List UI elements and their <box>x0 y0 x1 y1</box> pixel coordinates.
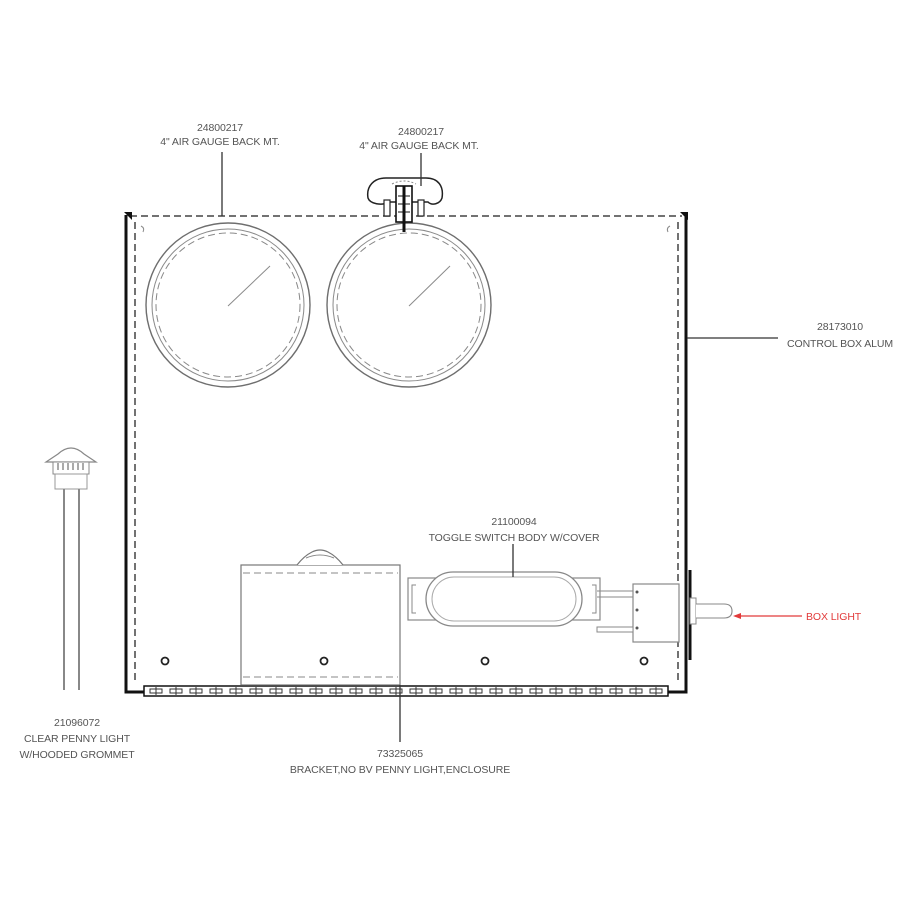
switch-oval-inner <box>431 576 577 622</box>
part-number: 21100094 <box>491 516 536 528</box>
bracket-enclosure <box>240 549 401 686</box>
toggle-switch-body <box>407 571 601 627</box>
gauge-left-bezel <box>145 222 311 388</box>
knob-leg-left <box>383 199 391 217</box>
part-description: BRACKET,NO BV PENNY LIGHT,ENCLOSURE <box>290 764 510 776</box>
corner-tick-right <box>666 225 671 233</box>
callout-bracket: 73325065 BRACKET,NO BV PENNY LIGHT,ENCLO… <box>290 748 511 776</box>
gauge-right-bezel <box>326 222 492 388</box>
part-number: 73325065 <box>377 748 423 760</box>
part-number: 24800217 <box>197 122 243 134</box>
penny-light-body <box>54 473 88 490</box>
part-number: 28173010 <box>817 321 863 333</box>
part-description: CONTROL BOX ALUM <box>787 338 893 350</box>
part-description-line-1: CLEAR PENNY LIGHT <box>24 733 131 745</box>
part-description: 4" AIR GAUGE BACK MT. <box>359 140 479 152</box>
rail-body <box>143 685 669 697</box>
corner-tick-left <box>140 225 145 233</box>
air-gauge-right <box>326 222 492 388</box>
gauge-fitting-knob <box>366 177 444 232</box>
bottom-rail <box>143 685 669 697</box>
part-description: 4" AIR GAUGE BACK MT. <box>160 136 280 148</box>
mounting-hole <box>160 656 170 666</box>
gauge-right-needle <box>408 265 451 307</box>
gauge-right-ring <box>332 228 486 382</box>
callout-toggle-switch: 21100094 TOGGLE SWITCH BODY W/COVER <box>429 516 600 544</box>
mounting-hole <box>639 656 649 666</box>
mounting-hole <box>480 656 490 666</box>
switch-terminal <box>596 626 634 633</box>
switch-oval-outer <box>425 571 583 627</box>
callout-box-light: BOX LIGHT <box>806 611 862 623</box>
switch-housing <box>632 583 680 643</box>
bracket-body <box>240 564 401 686</box>
box-light-bulb <box>696 603 733 619</box>
penny-light-hood <box>44 447 98 463</box>
mounting-holes <box>160 656 649 666</box>
gauge-left-ring <box>151 228 305 382</box>
gauge-left-face <box>155 232 301 378</box>
box-light-flange <box>689 597 697 625</box>
callout-gauge-right: 24800217 4" AIR GAUGE BACK MT. <box>359 126 479 152</box>
arrowhead-box-light <box>733 613 741 619</box>
corner-mark-top-left <box>124 212 132 220</box>
box-light-label: BOX LIGHT <box>806 611 862 623</box>
part-number: 24800217 <box>398 126 444 138</box>
gauge-left-needle <box>227 265 271 307</box>
corner-mark-top-right <box>680 212 688 220</box>
mounting-hole <box>319 656 329 666</box>
part-description-line-2: W/HOODED GROMMET <box>19 749 135 761</box>
knob-leg-right <box>417 199 425 217</box>
part-number: 21096072 <box>54 717 100 729</box>
part-description: TOGGLE SWITCH BODY W/COVER <box>429 532 600 544</box>
air-gauge-left <box>145 222 311 388</box>
leader-lines <box>221 152 802 742</box>
callout-penny-light: 21096072 CLEAR PENNY LIGHT W/HOODED GROM… <box>19 717 135 761</box>
callout-control-box: 28173010 CONTROL BOX ALUM <box>787 321 893 350</box>
enclosure-outline <box>124 215 688 694</box>
control-box-enclosure <box>124 212 692 694</box>
callout-gauge-left: 24800217 4" AIR GAUGE BACK MT. <box>160 122 280 148</box>
gauge-right-face <box>336 232 482 378</box>
bracket-light-dome <box>296 549 344 566</box>
rail-slots <box>149 687 663 695</box>
clear-penny-light <box>44 447 98 690</box>
box-light-switch <box>596 583 733 643</box>
